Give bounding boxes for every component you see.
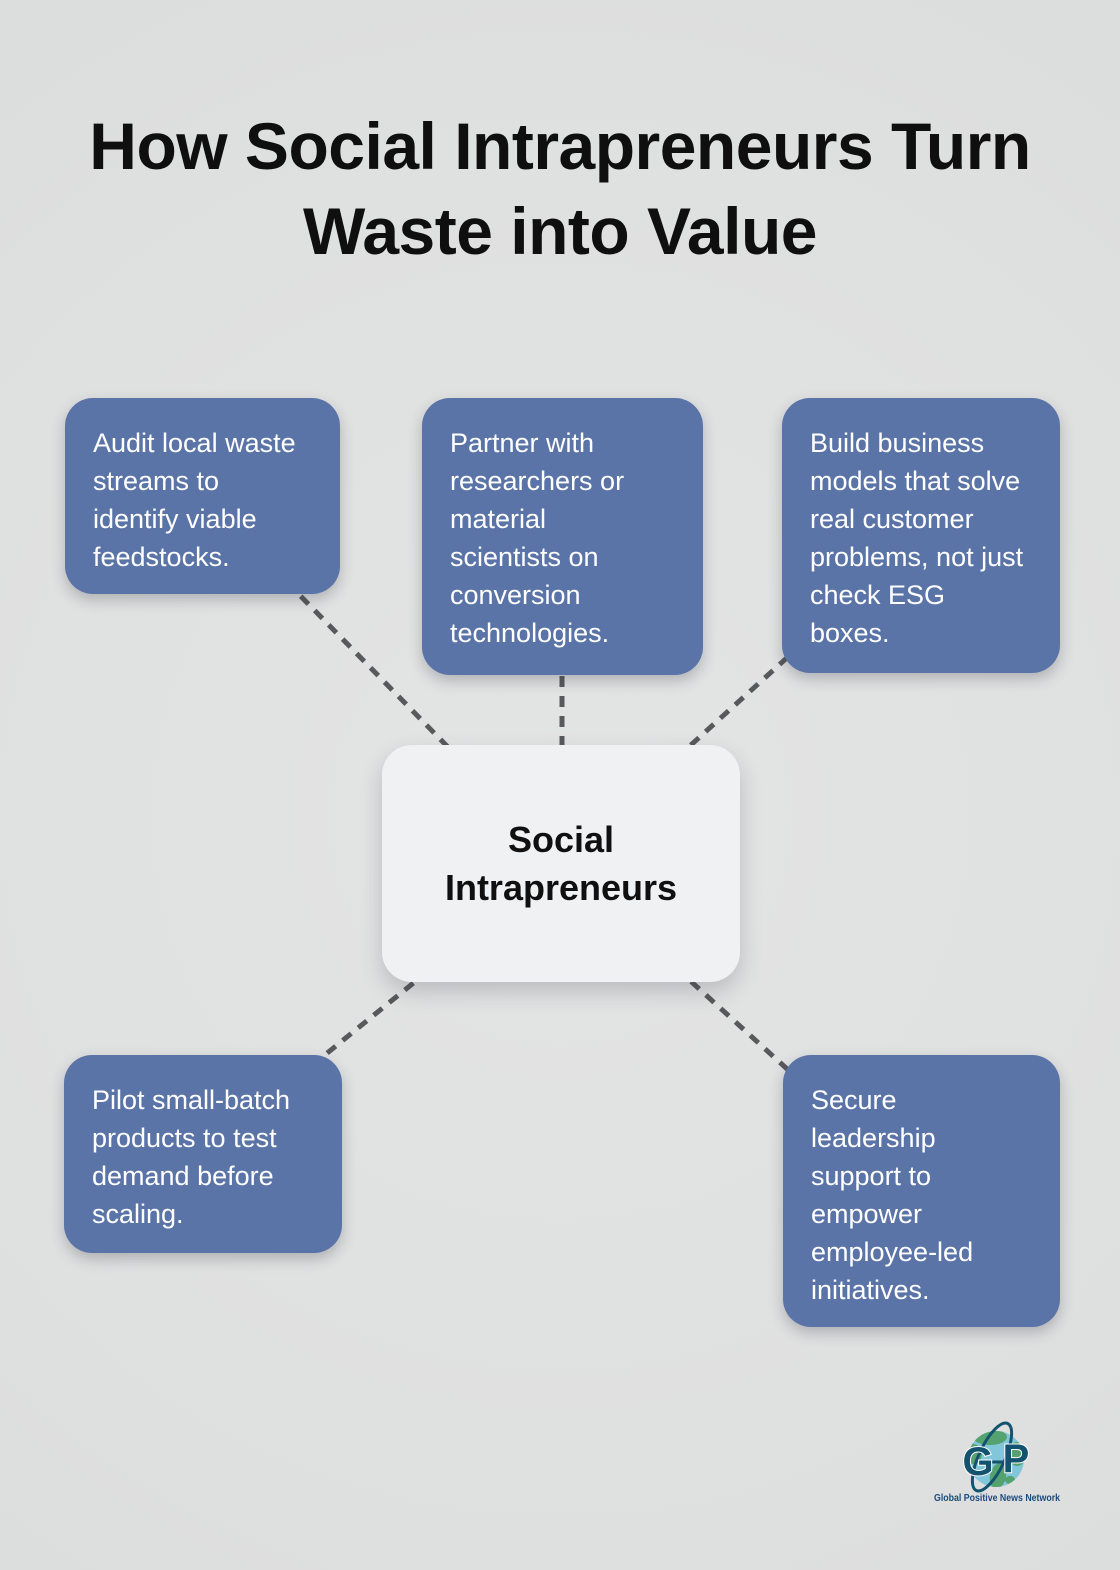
node-build-models: Build business models that solve real cu… (782, 398, 1060, 673)
logo-letter-g: G (962, 1440, 993, 1484)
node-text: Audit local waste streams to identify vi… (93, 428, 296, 572)
node-text: Build business models that solve real cu… (810, 428, 1024, 648)
logo-letter-p: P (1003, 1437, 1030, 1481)
center-node: Social Intrapreneurs (382, 745, 740, 982)
globe-logo-icon: G P Global Positive News Network (934, 1421, 1060, 1504)
node-text: Pilot small-batch products to test deman… (92, 1085, 291, 1229)
center-node-label: Social Intrapreneurs (444, 818, 678, 908)
orbit-icon (970, 1421, 1014, 1493)
brand-logo: G P Global Positive News Network (928, 1412, 1088, 1516)
node-pilot-products: Pilot small-batch products to test deman… (64, 1055, 342, 1253)
node-text: Partner with researchers or material sci… (450, 428, 625, 648)
logo-caption: Global Positive News Network (934, 1493, 1060, 1504)
node-partner-researchers: Partner with researchers or material sci… (422, 398, 703, 675)
page-title: How Social Intrapreneurs Turn Waste into… (89, 109, 1031, 268)
node-secure-leadership: Secure leadership support to empower emp… (783, 1055, 1060, 1327)
node-text: Secure leadership support to empower emp… (811, 1085, 974, 1305)
node-audit-waste: Audit local waste streams to identify vi… (65, 398, 340, 594)
